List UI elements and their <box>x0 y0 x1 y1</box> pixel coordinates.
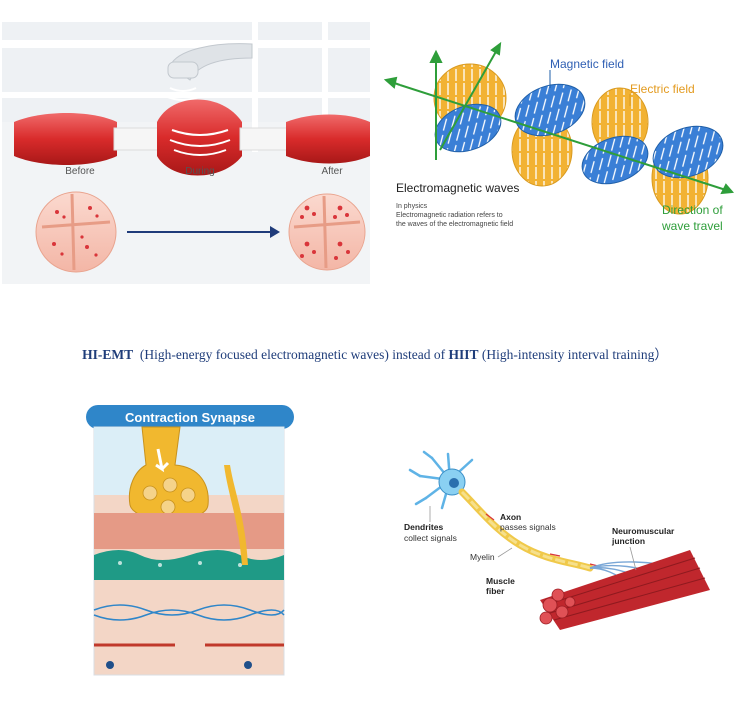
label-before: Before <box>65 166 95 177</box>
signal-waves <box>164 87 202 101</box>
caption-text-2: (High-intensity interval training） <box>481 347 668 362</box>
wave-title: Electromagnetic waves <box>396 181 519 195</box>
muscle-fiber-label-1: Muscle <box>486 576 515 586</box>
dendrites-label: Dendrites <box>404 522 443 532</box>
caption-abbr-hiemt: HI-EMT <box>82 347 134 362</box>
muscle-fiber-bundle <box>539 550 710 630</box>
direction-label-1: Direction of <box>662 203 723 217</box>
label-after: After <box>321 166 343 177</box>
axon-sub-label: passes signals <box>500 522 556 532</box>
axon-label: Axon <box>500 512 521 522</box>
caption-text-1: (High-energy focused electromagnetic wav… <box>139 347 446 362</box>
tissue-before <box>35 191 117 273</box>
tissue-after <box>288 193 366 271</box>
synapse-panel: Contraction Synapse <box>80 405 300 680</box>
synapse-illustration: Contraction Synapse <box>86 405 294 676</box>
caption-abbr-hiit: HIIT <box>448 347 479 362</box>
caption: HI-EMT (High-energy focused electromagne… <box>0 343 750 363</box>
neuron-illustration: Dendrites collect signals Axon passes si… <box>404 450 710 630</box>
electric-field-label: Electric field <box>630 82 695 96</box>
direction-label-2: wave travel <box>661 219 723 233</box>
synapse-title-bar <box>86 405 294 429</box>
wave-diagram: Magnetic field Electric field Electromag… <box>383 41 735 233</box>
progress-arrow <box>127 226 280 238</box>
muscle-during <box>157 99 242 176</box>
neuron-panel: Dendrites collect signals Axon passes si… <box>400 450 745 630</box>
nmj-label-2: junction <box>611 536 645 546</box>
muscle-illustration: Before During After <box>2 22 370 273</box>
myelin-label: Myelin <box>470 552 495 562</box>
muscle-panel: Before During After <box>2 22 370 284</box>
label-during: During <box>185 166 214 177</box>
muscle-fiber-label-2: fiber <box>486 586 505 596</box>
wave-desc-3: the waves of the electromagnetic field <box>396 221 513 228</box>
synapse-title: Contraction Synapse <box>125 410 255 425</box>
device-handle <box>167 43 253 81</box>
thin-filaments <box>93 604 285 621</box>
wave-desc-2: Electromagnetic radiation refers to <box>396 212 503 219</box>
wave-desc-1: In physics <box>396 203 428 210</box>
magnetic-field-label: Magnetic field <box>550 57 624 71</box>
muscle-before <box>14 113 117 165</box>
muscle-after <box>286 114 370 164</box>
axon <box>458 488 594 572</box>
wave-axes <box>383 41 735 195</box>
neuron-body <box>408 450 474 510</box>
dendrites-sub-label: collect signals <box>404 533 457 543</box>
wave-panel: Magnetic field Electric field Electromag… <box>380 40 748 270</box>
nmj-label-1: Neuromuscular <box>612 526 675 536</box>
